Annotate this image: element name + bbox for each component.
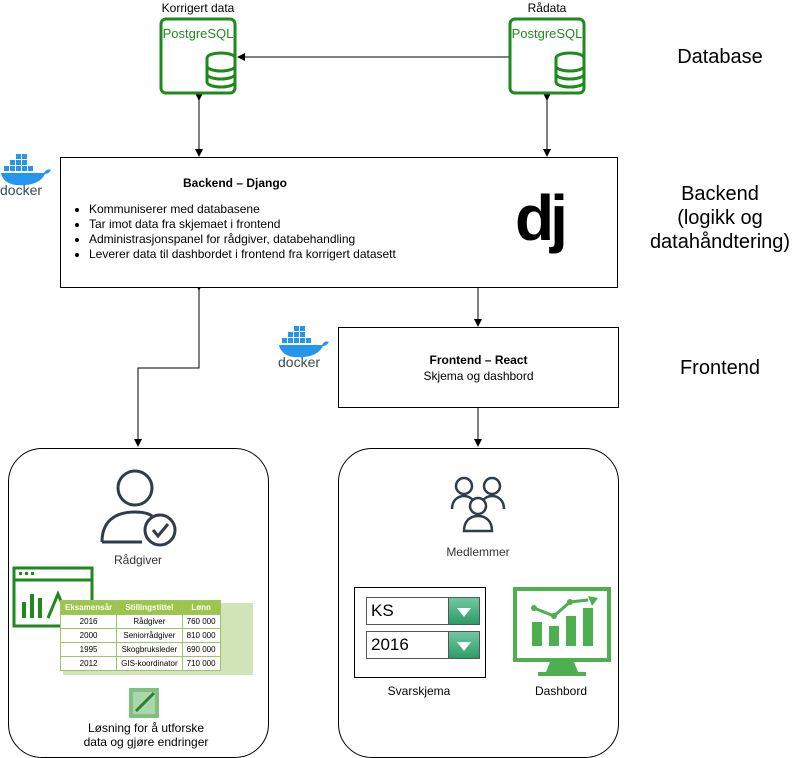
layer-label-backend: Backend (logikk og datahåndtering) [649, 183, 791, 253]
backend-bullet: Administrasjonspanel for rådgiver, datab… [89, 232, 396, 247]
dashboard-label: Dashbord [534, 684, 588, 698]
table-row: 1995 Skogbruksleder 690 000 [59, 642, 221, 657]
table-header: Stillingstittel [116, 600, 183, 615]
medlemmer-label: Medlemmer [446, 545, 510, 559]
chevron-down-icon[interactable] [448, 632, 479, 658]
backend-box: Backend – Django Kommuniserer med databa… [60, 157, 618, 288]
dashboard-monitor-icon [513, 587, 611, 676]
arrow-backend-radgiver [134, 283, 203, 447]
backend-bullets: Kommuniserer med databasene Tar imot dat… [75, 202, 396, 262]
survey-dropdown-2-value: 2016 [371, 635, 409, 654]
group-icon [450, 476, 506, 533]
svg-text:PostgreSQL: PostgreSQL [512, 26, 583, 41]
backend-title: Backend – Django [182, 176, 288, 190]
layer-label-frontend: Frontend [679, 357, 761, 379]
backend-bullet: Kommuniserer med databasene [89, 202, 396, 217]
postgresql-corrected-icon: PostgreSQL [159, 17, 237, 95]
radgiver-caption: Løsning for å utforske data og gjøre end… [83, 721, 209, 749]
table-header-row: Eksamensår Stillingstittel Lønn [59, 600, 221, 615]
user-check-icon [100, 469, 177, 547]
table-header: Eksamensår [59, 600, 118, 615]
table-row: 2016 Rådgiver 760 000 [59, 614, 221, 629]
layer-label-database: Database [677, 46, 763, 68]
django-logo: dj [515, 182, 568, 254]
svg-text:PostgreSQL: PostgreSQL [163, 26, 234, 41]
backend-bullet: Tar imot data fra skjemaet i frontend [89, 217, 396, 232]
data-table: Eksamensår Stillingstittel Lønn 2016 Råd… [59, 600, 221, 671]
edit-icon [129, 688, 159, 718]
docker-whale-icon [279, 326, 329, 358]
table-header: Lønn [181, 600, 221, 615]
survey-dropdown-1[interactable]: KS [366, 597, 480, 625]
docker-logo-backend: docker [0, 154, 52, 200]
docker-whale-icon [1, 154, 51, 186]
table-row: 2000 Seniorrådgiver 810 000 [59, 628, 221, 643]
docker-logo-frontend: docker [278, 326, 330, 372]
table-row: 2012 GIS-koordinator 710 000 [59, 656, 221, 671]
backend-bullet: Leverer data til dashbordet i frontend f… [89, 247, 396, 262]
survey-dropdown-2[interactable]: 2016 [366, 631, 480, 659]
db-corrected-label: Korrigert data [161, 1, 235, 15]
frontend-subtitle: Skjema og dashbord [423, 369, 534, 383]
chevron-down-icon[interactable] [448, 598, 479, 624]
postgresql-raw-icon: PostgreSQL [508, 17, 586, 95]
radgiver-label: Rådgiver [113, 553, 163, 567]
survey-form-label: Svarskjema [387, 684, 451, 698]
survey-dropdown-1-value: KS [371, 601, 394, 620]
frontend-title: Frontend – React [429, 353, 528, 367]
db-raw-label: Rådata [527, 1, 567, 15]
frontend-box: Frontend – React Skjema og dashbord [338, 327, 619, 408]
